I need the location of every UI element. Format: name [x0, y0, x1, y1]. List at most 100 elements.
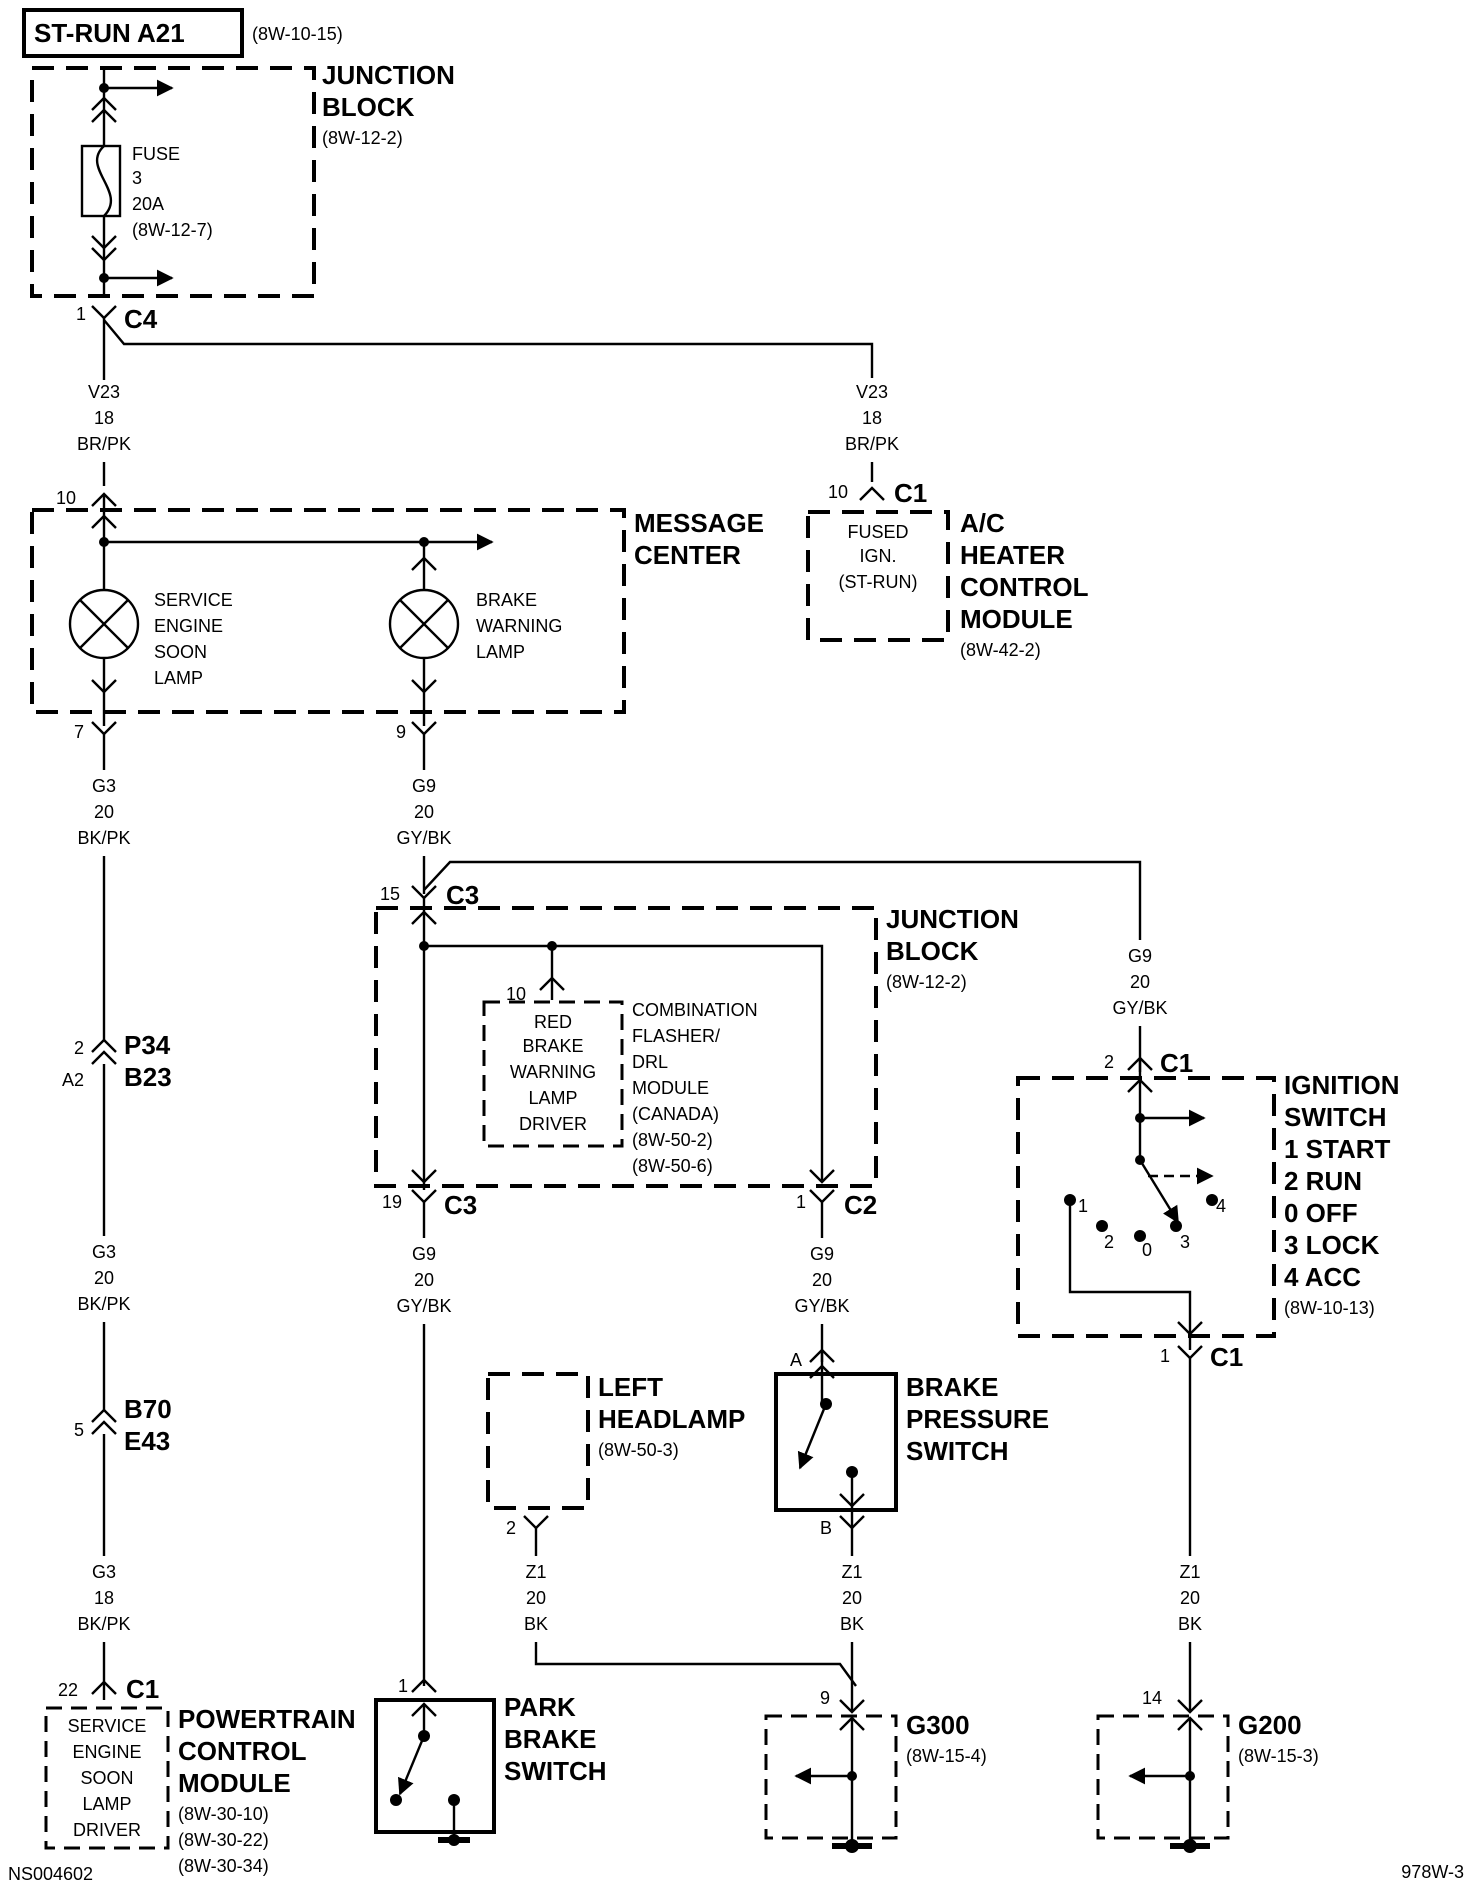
ign-pos-acc: 4 ACC [1284, 1262, 1361, 1292]
wire-label-g3-top: G3 20 BK/PK [77, 776, 130, 848]
c4-pin: 1 [76, 304, 86, 324]
driver-pin: 10 [506, 984, 526, 1004]
headlamp-title-1: LEFT [598, 1372, 663, 1402]
g200-name: G200 [1238, 1710, 1302, 1740]
module-line-3: DRL [632, 1052, 668, 1072]
ign-pos-off: 0 OFF [1284, 1198, 1358, 1228]
b70-name: B70 [124, 1394, 172, 1424]
wire-label-g3-bottom: G3 18 BK/PK [77, 1562, 130, 1634]
c3-bottom-name: C3 [444, 1190, 477, 1220]
c2-pin: 1 [796, 1192, 806, 1212]
ac-heater-control-module: 10 C1 FUSED IGN. (ST-RUN) A/C HEATER CON… [806, 478, 1089, 660]
mc-title-1: MESSAGE [634, 508, 764, 538]
mc-pin-out-right: 9 [396, 722, 406, 742]
ign-title-1: IGNITION [1284, 1070, 1400, 1100]
svg-text:G9: G9 [412, 776, 436, 796]
ground-g300: 9 G300 (8W-15-4) [764, 1688, 987, 1853]
fuse-symbol [80, 144, 122, 218]
driver-line-4: LAMP [528, 1088, 577, 1108]
ign-ref: (8W-10-13) [1284, 1298, 1375, 1318]
svg-text:Z1: Z1 [841, 1562, 862, 1582]
mc-title-2: CENTER [634, 540, 741, 570]
ac-inner-2: IGN. [859, 546, 896, 566]
driver-line-3: WARNING [510, 1062, 596, 1082]
wire-label-z1-mid: Z1 20 BK [840, 1562, 864, 1634]
svg-text:20: 20 [812, 1270, 832, 1290]
pcm-inner-3: SOON [80, 1768, 133, 1788]
wire-label-g3-mid: G3 20 BK/PK [77, 1242, 130, 1314]
ign-pos-lock: 3 LOCK [1284, 1230, 1380, 1260]
svg-text:18: 18 [94, 1588, 114, 1608]
svg-text:BK/PK: BK/PK [77, 828, 130, 848]
module-line-4: MODULE [632, 1078, 709, 1098]
c3-top-pin: 15 [380, 884, 400, 904]
c3-top-name: C3 [446, 880, 479, 910]
svg-text:20: 20 [842, 1588, 862, 1608]
pbs-title-2: BRAKE [504, 1724, 596, 1754]
bps-pin-top: A [790, 1350, 802, 1370]
ign-pos-1: 1 [1078, 1196, 1088, 1216]
mc-pin-out-left: 7 [74, 722, 84, 742]
jb-top-title-2: BLOCK [322, 92, 415, 122]
inline-connector-p34: 2 A2 P34 B23 [62, 1030, 172, 1092]
footer-right-code: 978W-3 [1401, 1862, 1464, 1882]
c3-bottom-pin: 19 [382, 1192, 402, 1212]
c4-name: C4 [124, 304, 158, 334]
bps-title-3: SWITCH [906, 1436, 1009, 1466]
pcm-connector: C1 [126, 1674, 159, 1704]
svg-text:G9: G9 [412, 1244, 436, 1264]
lamp1-label-1: SERVICE [154, 590, 233, 610]
b23-name: B23 [124, 1062, 172, 1092]
circuit-name: ST-RUN A21 [34, 18, 185, 48]
svg-text:20: 20 [526, 1588, 546, 1608]
ac-pin: 10 [828, 482, 848, 502]
pcm-pin: 22 [58, 1680, 78, 1700]
message-center: 10 MESSAGE CENTER SERVICE ENGINE SOON LA… [30, 488, 764, 742]
fuse-label: FUSE [132, 144, 180, 164]
svg-text:20: 20 [1180, 1588, 1200, 1608]
svg-text:20: 20 [414, 1270, 434, 1290]
svg-text:18: 18 [862, 408, 882, 428]
ground-g200: 14 G200 (8W-15-3) [1096, 1688, 1319, 1853]
svg-text:GY/BK: GY/BK [794, 1296, 849, 1316]
circuit-ref: (8W-10-15) [252, 24, 343, 44]
ac-title-4: MODULE [960, 604, 1073, 634]
ac-inner-1: FUSED [847, 522, 908, 542]
headlamp-title-2: HEADLAMP [598, 1404, 745, 1434]
g200-ref: (8W-15-3) [1238, 1746, 1319, 1766]
ign-pos-run: 2 RUN [1284, 1166, 1362, 1196]
ign-pos-0: 0 [1142, 1240, 1152, 1260]
ign-pos-2: 2 [1104, 1232, 1114, 1252]
g300-pin: 9 [820, 1688, 830, 1708]
g200-pin: 14 [1142, 1688, 1162, 1708]
svg-text:V23: V23 [856, 382, 888, 402]
ac-connector: C1 [894, 478, 927, 508]
pbs-title-1: PARK [504, 1692, 576, 1722]
svg-text:BK: BK [524, 1614, 548, 1634]
wire-label-v23-right: V23 18 BR/PK [845, 382, 899, 454]
module-line-7: (8W-50-6) [632, 1156, 713, 1176]
brake-pressure-switch: A BRAKE PRESSURE SWITCH B [774, 1348, 1049, 1538]
wire-label-z1-left: Z1 20 BK [524, 1562, 548, 1634]
pcm-inner-4: LAMP [82, 1794, 131, 1814]
headlamp-ref: (8W-50-3) [598, 1440, 679, 1460]
pcm-inner-2: ENGINE [72, 1742, 141, 1762]
park-brake-switch: 1 PARK BRAKE SWITCH [374, 1676, 607, 1846]
svg-text:G3: G3 [92, 776, 116, 796]
module-line-2: FLASHER/ [632, 1026, 720, 1046]
lamp1-label-2: ENGINE [154, 616, 223, 636]
svg-text:GY/BK: GY/BK [396, 828, 451, 848]
lamp2-label-2: WARNING [476, 616, 562, 636]
pbs-title-3: SWITCH [504, 1756, 607, 1786]
lamp1-label-4: LAMP [154, 668, 203, 688]
svg-text:20: 20 [94, 802, 114, 822]
lamp2-label-1: BRAKE [476, 590, 537, 610]
p34-pin-bottom: A2 [62, 1070, 84, 1090]
pcm-title-2: CONTROL [178, 1736, 307, 1766]
module-line-6: (8W-50-2) [632, 1130, 713, 1150]
pcm-ref-2: (8W-30-22) [178, 1830, 269, 1850]
wire-label-g9-mid-left: G9 20 GY/BK [396, 1244, 451, 1316]
jb-mid-title-2: BLOCK [886, 936, 979, 966]
bps-title-2: PRESSURE [906, 1404, 1049, 1434]
